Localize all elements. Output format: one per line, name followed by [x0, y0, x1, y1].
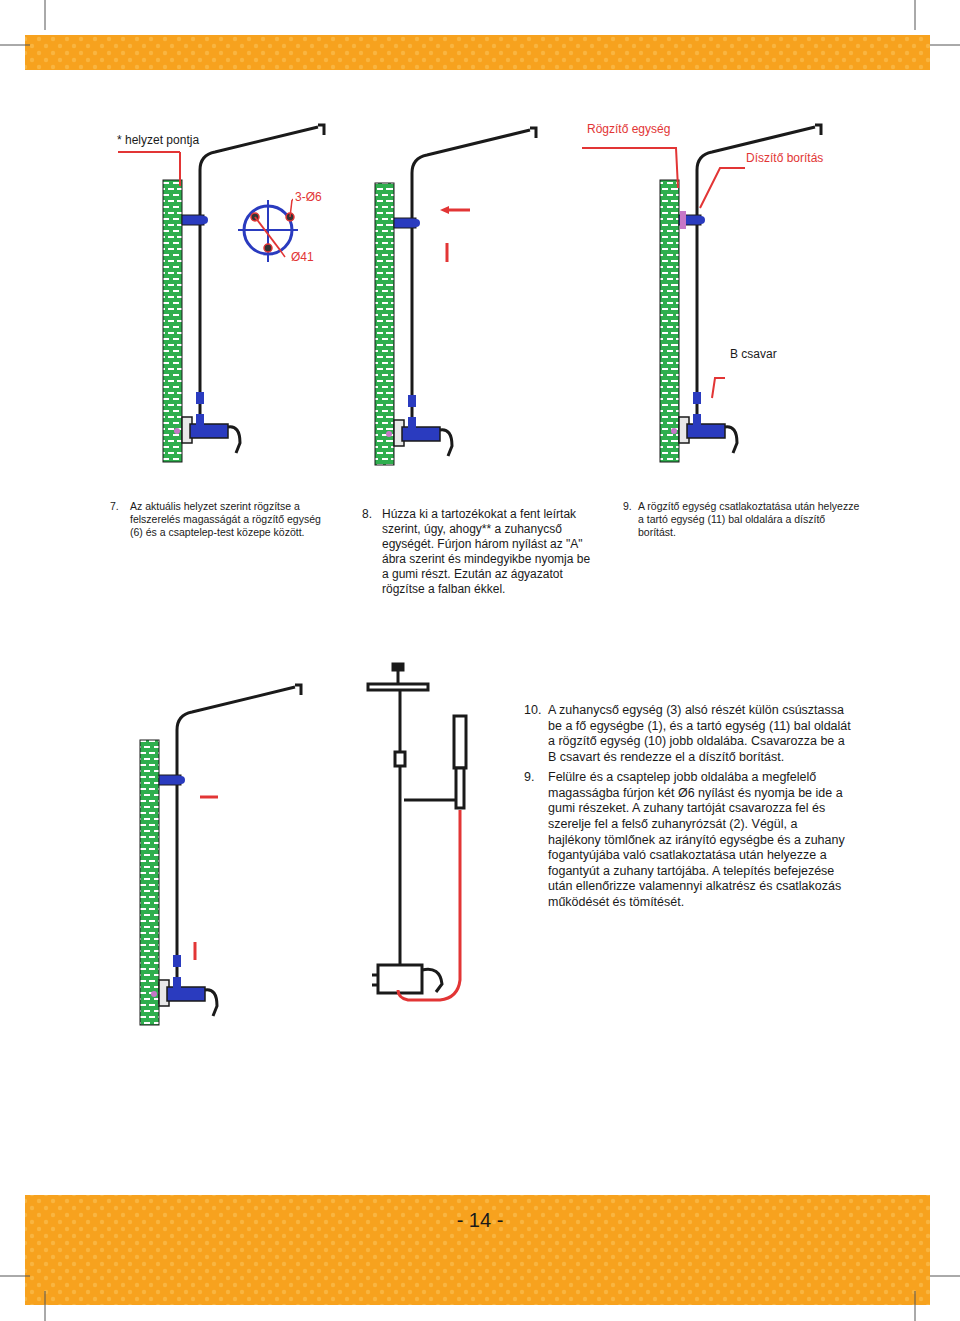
- instruction-text: Az aktuális helyzet szerint rögzítse a f…: [130, 500, 325, 539]
- shower-figure: [140, 685, 301, 1025]
- instruction-text: 7.: [110, 500, 130, 513]
- instruction-text: A rögzítő egység csatlakoztatása után he…: [638, 500, 863, 539]
- instruction-text: 10.: [524, 703, 548, 719]
- part-label: Rögzítő egység: [585, 122, 672, 137]
- shower-figure: [375, 128, 536, 465]
- part-label: * helyzet pontja: [115, 133, 201, 148]
- shower-figure: [163, 125, 324, 462]
- page-number: - 14 -: [380, 1208, 580, 1233]
- part-label: Díszítő borítás: [744, 151, 825, 166]
- instruction-text: Húzza ki a tartozékokat a fent leírtak s…: [382, 507, 597, 597]
- instruction-text: 8.: [362, 507, 382, 522]
- part-label: Ø41: [289, 250, 316, 265]
- part-label: B csavar: [728, 347, 779, 362]
- instruction-text: A zuhanycső egység (3) alsó részét külön…: [548, 703, 853, 766]
- instruction-text: 9.: [524, 770, 548, 786]
- instruction-text: Felülre és a csaptelep jobb oldalába a m…: [548, 770, 853, 911]
- shower-figure: [660, 125, 821, 462]
- part-label: 3-Ø6: [293, 190, 324, 205]
